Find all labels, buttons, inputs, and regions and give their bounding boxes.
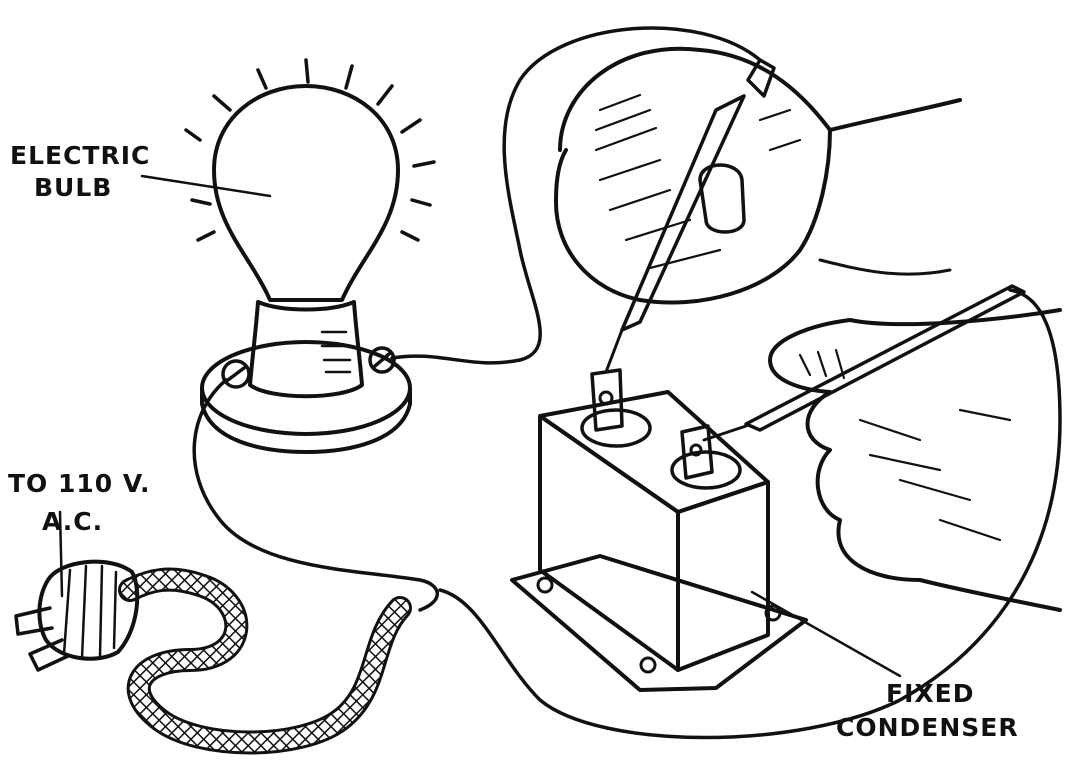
label-fixed: FIXED — [886, 679, 974, 708]
braided-cord — [130, 580, 400, 743]
label-condenser: CONDENSER — [836, 713, 1019, 742]
fixed-condenser — [512, 370, 806, 690]
label-to-110v: TO 110 V. — [8, 469, 151, 498]
lamp-socket — [202, 302, 410, 452]
plug — [16, 562, 137, 670]
leader-lines — [60, 176, 900, 676]
labels: ELECTRIC BULB TO 110 V. A.C. FIXED CONDE… — [8, 141, 1019, 742]
label-bulb: BULB — [34, 173, 112, 202]
lower-hand — [704, 286, 1060, 610]
label-ac: A.C. — [42, 507, 103, 536]
electric-bulb — [214, 86, 398, 300]
label-electric: ELECTRIC — [10, 141, 150, 170]
